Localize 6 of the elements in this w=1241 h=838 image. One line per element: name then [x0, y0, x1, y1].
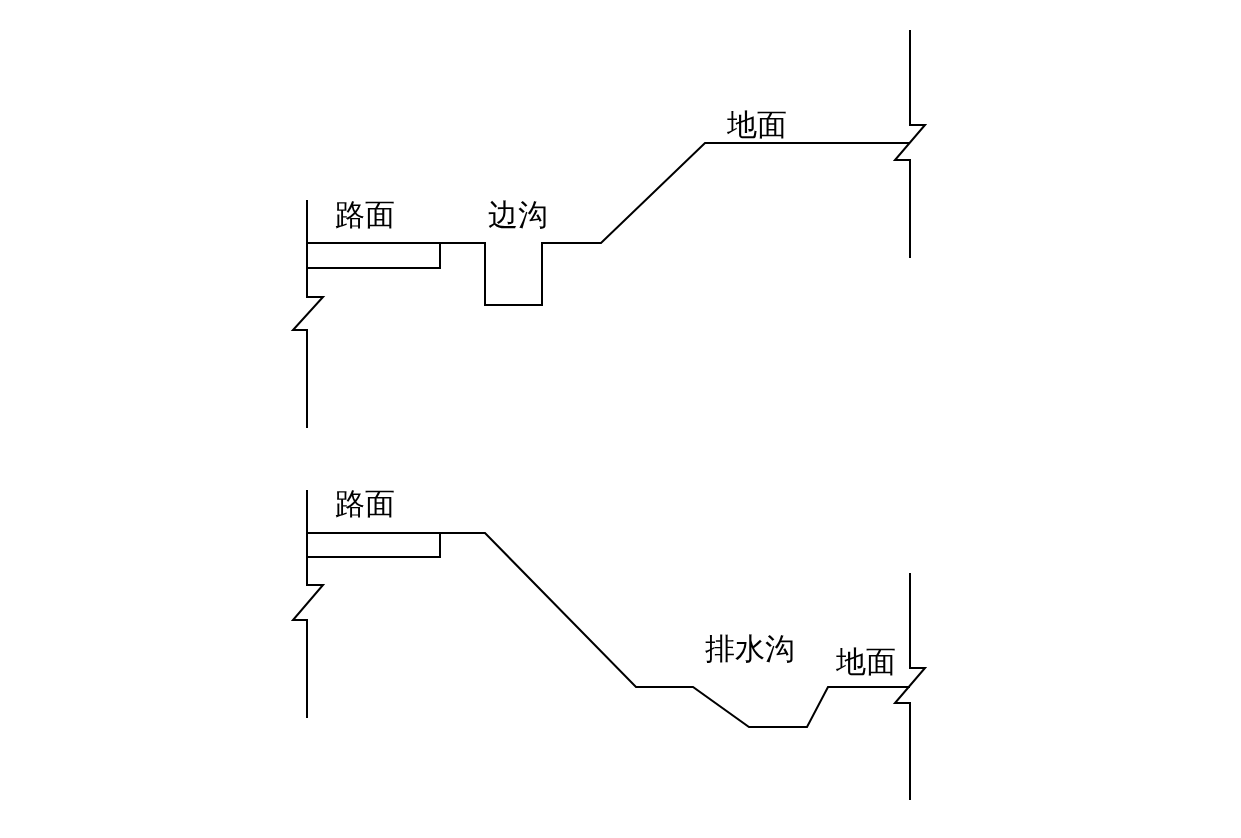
part-label: 地面 — [836, 645, 896, 679]
part-label: 边沟 — [488, 198, 548, 232]
part-label: 路面 — [335, 198, 395, 232]
part-label: 路面 — [335, 487, 395, 521]
part-label: 地面 — [727, 108, 787, 142]
part-label: 排水沟 — [705, 632, 795, 666]
